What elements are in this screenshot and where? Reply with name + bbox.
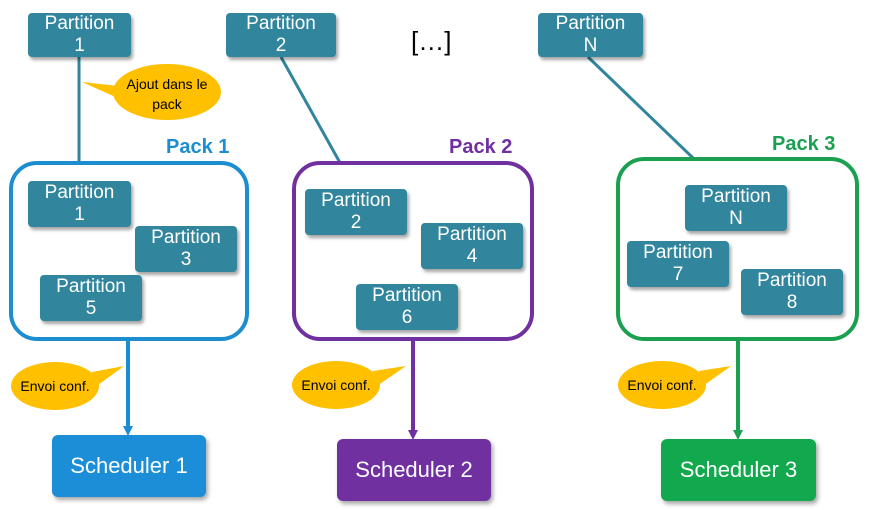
callout-envoi-bubble-1 [11,362,124,410]
callout-ajout-text: Ajout dans le pack [114,74,220,114]
ellipsis: […] [411,26,452,56]
scheduler-2[interactable]: Scheduler 2 [337,439,491,501]
pack-3-label: Pack 3 [772,133,836,155]
partition-label: Partition [44,13,115,34]
pack-2-partition-6[interactable]: Partition 6 [356,284,458,330]
callout-ajout-line-2: pack [152,96,182,112]
pack-3-partition-7[interactable]: Partition 7 [627,241,729,287]
partition-label: Partition [44,182,115,203]
pack-3-partition-n[interactable]: Partition N [685,185,787,231]
partition-number: 5 [85,298,97,319]
partition-number: 1 [74,204,85,225]
partition-label: Partition [437,224,507,245]
partition-number: 2 [350,212,362,233]
scheduler-1[interactable]: Scheduler 1 [52,435,206,497]
partition-label: Partition [701,186,771,207]
partition-label: Partition [56,276,126,297]
partition-number: 3 [180,249,192,270]
partition-label: Partition [151,227,221,248]
pack-1-partition-1[interactable]: Partition 1 [28,181,131,227]
pack-2-partition-2[interactable]: Partition 2 [305,189,407,235]
partition-label: Partition [643,242,713,263]
partition-number: N [729,208,743,229]
partition-number: 2 [275,35,287,56]
partition-label: Partition [372,285,442,306]
callout-ajout-line-1: Ajout dans le [126,76,208,92]
partition-label: Partition [246,13,316,34]
top-partition-2[interactable]: Partition 2 [226,13,336,57]
callout-envoi-text-1: Envoi conf. [20,378,90,394]
partition-number: 6 [401,307,413,328]
callout-envoi-text-3: Envoi conf. [627,377,697,393]
partition-label: Partition [321,190,391,211]
callout-envoi-bubble-3 [618,361,731,409]
partition-label: Partition [555,13,626,34]
scheduler-3[interactable]: Scheduler 3 [661,439,816,501]
pack-3-partition-8[interactable]: Partition 8 [741,269,843,315]
partition-number: 4 [466,246,478,267]
top-partition-n[interactable]: Partition N [538,13,643,57]
top-partition-1[interactable]: Partition 1 [28,13,131,57]
partition-label: Partition [757,270,827,291]
callout-envoi-text-2: Envoi conf. [301,377,371,393]
pack-2-partition-4[interactable]: Partition 4 [421,223,523,269]
callout-envoi-bubble-2 [292,361,406,409]
partition-number: N [583,35,598,56]
partition-number: 8 [786,292,798,313]
partition-number: 1 [74,35,85,56]
callout-ajout-bubble [82,64,221,120]
pack-2-label: Pack 2 [449,136,513,158]
partition-number: 7 [672,264,684,285]
pack-1-partition-3[interactable]: Partition 3 [135,226,237,272]
pack-1-label: Pack 1 [166,136,230,158]
pack-1-partition-5[interactable]: Partition 5 [40,275,142,321]
